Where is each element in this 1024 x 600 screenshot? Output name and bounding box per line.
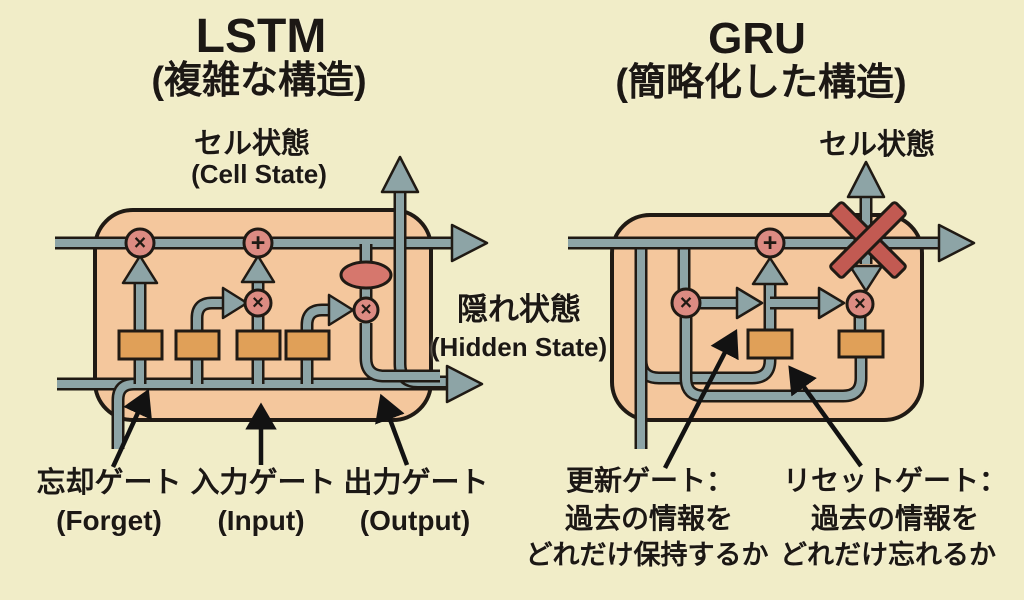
gru-reset-gate-label-2: 過去の情報を: [810, 503, 980, 534]
add-op-icon: +: [251, 229, 266, 257]
multiply-op-icon: ×: [252, 292, 264, 314]
lstm-hidden-state-out-arrow: [445, 364, 484, 404]
multiply-op-icon: ×: [854, 293, 866, 315]
gru-reset-gate-label-1: リセットゲート：: [782, 465, 1008, 496]
lstm-candidate-gate-block: [235, 329, 282, 361]
lstm-forget-gate-label: 忘却ゲート: [36, 467, 182, 499]
lstm-cell-state-label: セル状態: [193, 128, 311, 160]
lstm-output-gate-block: [284, 329, 331, 361]
lstm-forget-multiply-circle: [124, 227, 156, 259]
gru-add-circle: [754, 227, 786, 259]
gru-left-multiply-circle: [670, 287, 702, 319]
gru-down-arrow: [848, 264, 884, 293]
cross-out-icon: [829, 201, 907, 279]
lstm-subtitle: (複雑な構造): [151, 60, 367, 102]
lstm-forget-gate-label-en: (Forget): [56, 505, 162, 536]
lstm-input-multiply-circle: [243, 288, 273, 318]
gru-update-gate-label-3: どれだけ保持するか: [525, 540, 769, 570]
lstm-add-circle: [242, 227, 274, 259]
lstm-cell-state-up-arrow: [380, 155, 420, 194]
forget-annotation-arrow: [110, 388, 152, 468]
lstm-input-gate-block: [174, 329, 221, 361]
gru-add-up-arrow: [751, 256, 789, 286]
gru-reset-gate-block: [837, 329, 885, 359]
lstm-add-up-arrow: [240, 254, 276, 284]
gru-update-gate-label-2: 過去の情報を: [564, 503, 734, 534]
lstm-input-right-arrow: [221, 286, 249, 320]
lstm-cell-state-out-arrow: [450, 223, 489, 263]
lstm-output-multiply-circle: [352, 296, 380, 324]
gru-state-out-arrow: [937, 223, 976, 263]
lstm-cell-state-label-en: (Cell State): [191, 159, 327, 189]
gru-left-right-arrow: [735, 286, 764, 320]
gru-subtitle: (簡略化した構造): [615, 62, 907, 104]
multiply-op-icon: ×: [680, 292, 692, 315]
lstm-output-gate-label-en: (Output): [359, 505, 471, 536]
lstm-forget-gate-block: [117, 329, 164, 361]
update-annotation-arrow: [663, 329, 739, 470]
lstm-title: LSTM: [195, 10, 327, 63]
lstm-output-right-arrow: [327, 293, 355, 327]
output-annotation-arrow: [375, 393, 410, 466]
lstm-forget-up-arrow: [121, 254, 159, 285]
gru-cell-state-label: セル状態: [818, 129, 936, 161]
annotation-arrows: [110, 329, 863, 470]
hidden-state-label-en: (Hidden State): [430, 332, 608, 362]
add-op-icon: +: [763, 229, 778, 257]
gru-mid-right-arrow: [817, 286, 846, 320]
gru-title: GRU: [708, 14, 806, 63]
gru-cell-state-up-arrow: [846, 160, 886, 199]
multiply-op-icon: ×: [360, 300, 371, 321]
gru-update-gate-label-1: 更新ゲート：: [565, 465, 735, 496]
gru-cell: × + ×: [568, 160, 976, 449]
lstm-input-gate-label-en: (Input): [217, 505, 305, 536]
hidden-state-label: 隠れ状態: [457, 292, 581, 327]
lstm-output-gate-label: 出力ゲート: [343, 467, 489, 499]
reset-annotation-arrow: [788, 365, 863, 468]
lstm-input-gate-label: 入力ゲート: [190, 467, 336, 499]
gru-right-multiply-circle: [845, 289, 875, 319]
lstm-tanh-ellipse: [339, 260, 393, 290]
gru-reset-gate-label-3: どれだけ忘れるか: [780, 540, 996, 570]
gru-update-gate-block: [746, 328, 794, 360]
lstm-cell: × + × ×: [55, 155, 489, 449]
multiply-op-icon: ×: [134, 232, 146, 255]
